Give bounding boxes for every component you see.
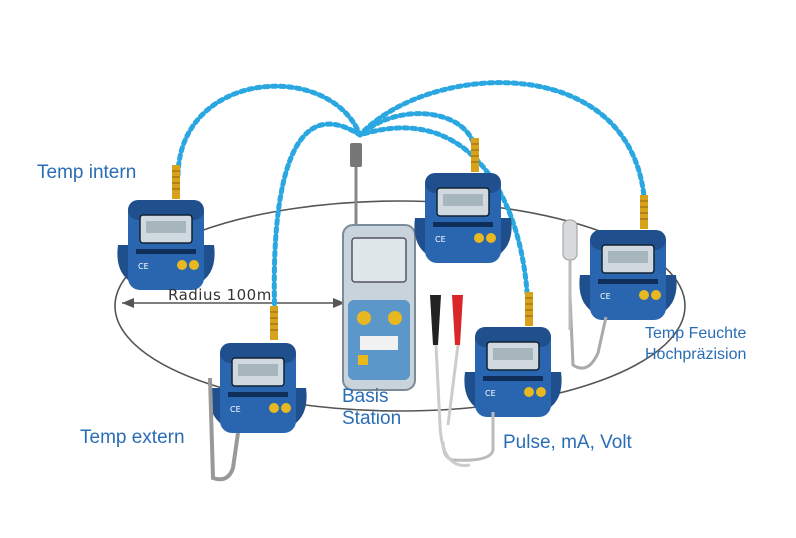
label-basis-station: Basis Station: [342, 386, 401, 430]
link-temp-intern: [175, 83, 363, 178]
wireless-links: [175, 80, 648, 323]
logger-center: [413, 137, 513, 264]
base-antenna: [350, 143, 362, 232]
link-center-logger: [357, 111, 478, 153]
radius-arrow: [122, 298, 345, 308]
label-temp-intern: Temp intern: [37, 162, 137, 183]
coverage-ellipse: [114, 200, 686, 412]
humidity-probe: [562, 219, 578, 330]
base-station: [342, 224, 416, 391]
label-basis-line2: Station: [342, 408, 402, 429]
logger-temp-extern: [208, 305, 308, 482]
label-radius: Radius 100m: [168, 286, 272, 304]
label-feuchte-line2: Hochpräzision: [645, 346, 747, 363]
link-temp-extern: [271, 121, 363, 323]
clip-probes: [430, 295, 471, 467]
label-pulse: Pulse, mA, Volt: [503, 432, 632, 453]
logger-feuchte: [568, 194, 678, 370]
label-temp-extern: Temp extern: [80, 427, 185, 448]
label-temp-feuchte: Temp Feuchte Hochpräzision: [645, 323, 746, 365]
link-feuchte: [357, 80, 648, 213]
label-basis-line1: Basis: [342, 386, 389, 407]
link-pulse: [357, 125, 531, 313]
label-feuchte-line1: Temp Feuchte: [645, 325, 747, 342]
